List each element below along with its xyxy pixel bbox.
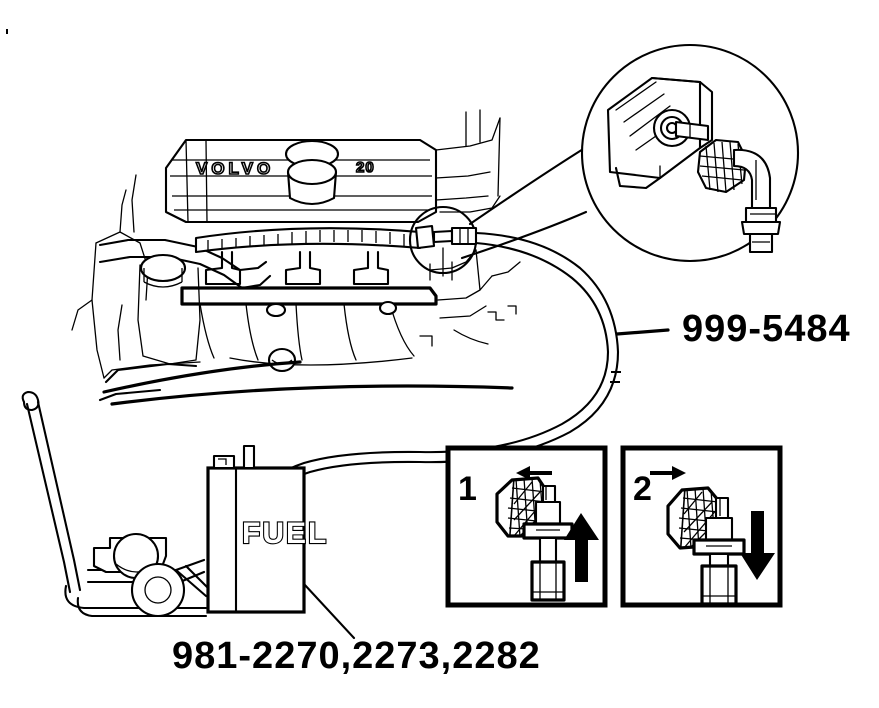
fuel-rail-test-port: [414, 224, 478, 281]
trolley-wheel: [130, 562, 186, 618]
engine-bay-illustration: VOLVO 20: [71, 109, 521, 406]
air-intake-duct: [98, 238, 272, 290]
inset-1-left-arrow-icon: [516, 466, 552, 480]
inset-2: 2: [620, 445, 783, 608]
detail-elbow-hose-fitting: [732, 148, 782, 254]
fuel-unit-part-number-label: 981-2270,2273,2282: [172, 635, 541, 677]
camshaft-cover: VOLVO 20: [164, 138, 438, 224]
inset-2-right-arrow-icon: [650, 466, 686, 480]
hose-label-leader-line: [615, 328, 670, 336]
fuel-tank-body: FUEL: [206, 444, 328, 614]
magnified-detail-circle: [580, 43, 800, 263]
magnifier-leader-lines: [460, 144, 590, 260]
displacement-emboss-text: 20: [356, 159, 375, 176]
engine-right-upper: [435, 109, 501, 213]
hose-ferrule: [610, 370, 621, 384]
inset-1-coupling: [495, 476, 548, 538]
scan-artifact-speck: [6, 29, 8, 34]
engine-splash-shield: [98, 362, 198, 402]
trolley-handle: [21, 390, 82, 594]
connection-hose: [241, 231, 620, 612]
inset-1-step-number: 1: [458, 470, 477, 508]
volvo-emboss-text: VOLVO: [196, 159, 274, 178]
engine-lower-trim: [102, 360, 514, 406]
inset-2-down-arrow-icon: [740, 511, 775, 580]
fuel-unit-label-leader-line: [302, 582, 356, 640]
fuel-injector-row: [204, 250, 390, 286]
inset-1-up-arrow-icon: [564, 513, 599, 582]
hose-part-number-label: 999-5484: [682, 308, 851, 350]
engine-right-lower: [429, 249, 521, 345]
inset-1: 1: [445, 445, 608, 608]
detail-service-valve: [652, 108, 710, 148]
mobile-fuel-container: FUEL: [21, 390, 328, 618]
fuel-tank-word: FUEL: [242, 517, 328, 550]
engine-small-brackets: [419, 305, 517, 347]
inset-2-step-number: 2: [633, 470, 652, 508]
